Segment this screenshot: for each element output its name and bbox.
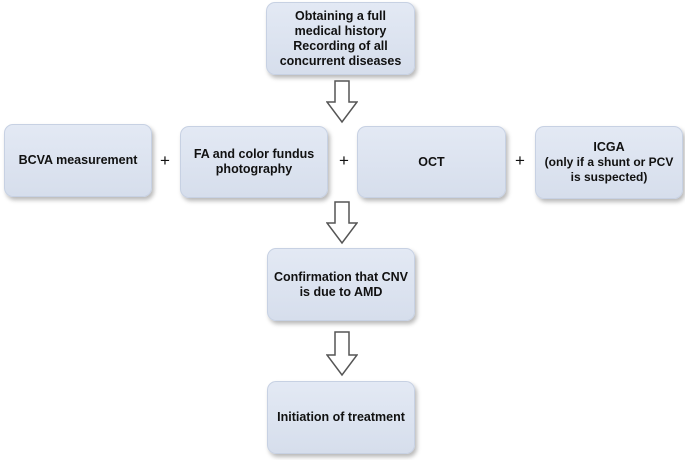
fa-fundus-line-1: FA and color fundus	[193, 147, 315, 161]
icga-box: ICGA (only if a shunt or PCV is suspecte…	[535, 126, 683, 199]
confirmation-line-1: Confirmation that CNV	[273, 269, 409, 284]
fa-fundus-photography-box: FA and color fundus photography	[180, 126, 328, 198]
oct-box: OCT	[357, 126, 506, 198]
initiation-of-treatment-box: Initiation of treatment	[267, 381, 415, 454]
bcva-measurement-box: BCVA measurement	[4, 124, 152, 197]
bcva-measurement-label: BCVA measurement	[18, 153, 138, 167]
plus-sign-2: +	[339, 151, 349, 170]
icga-line-3: is suspected)	[570, 170, 648, 184]
down-arrow-1	[326, 80, 358, 124]
icga-line-1: ICGA	[593, 140, 625, 154]
treatment-label: Initiation of treatment	[277, 410, 405, 424]
fa-fundus-text: FA and color fundus photography	[194, 147, 314, 177]
confirmation-line-2: is due to AMD	[299, 284, 383, 299]
fa-fundus-line-2: photography	[215, 162, 293, 176]
medical-history-line-2: medical history	[294, 23, 387, 38]
icga-line-2: (only if a shunt or PCV	[544, 155, 674, 169]
medical-history-line-3: Recording of all	[293, 38, 388, 53]
down-arrow-3	[326, 331, 358, 377]
medical-history-line-4: concurrent diseases	[279, 53, 402, 68]
plus-sign-1: +	[160, 151, 170, 170]
plus-sign-3: +	[515, 151, 525, 170]
oct-label: OCT	[418, 154, 445, 169]
confirmation-text: Confirmation that CNV is due to AMD	[274, 270, 408, 300]
medical-history-text: Obtaining a full medical history Recordi…	[280, 9, 402, 69]
medical-history-line-1: Obtaining a full	[295, 8, 386, 23]
icga-text: ICGA (only if a shunt or PCV is suspecte…	[545, 140, 674, 185]
confirmation-cnv-amd-box: Confirmation that CNV is due to AMD	[267, 248, 415, 321]
down-arrow-2	[326, 201, 358, 245]
medical-history-box: Obtaining a full medical history Recordi…	[266, 2, 415, 75]
